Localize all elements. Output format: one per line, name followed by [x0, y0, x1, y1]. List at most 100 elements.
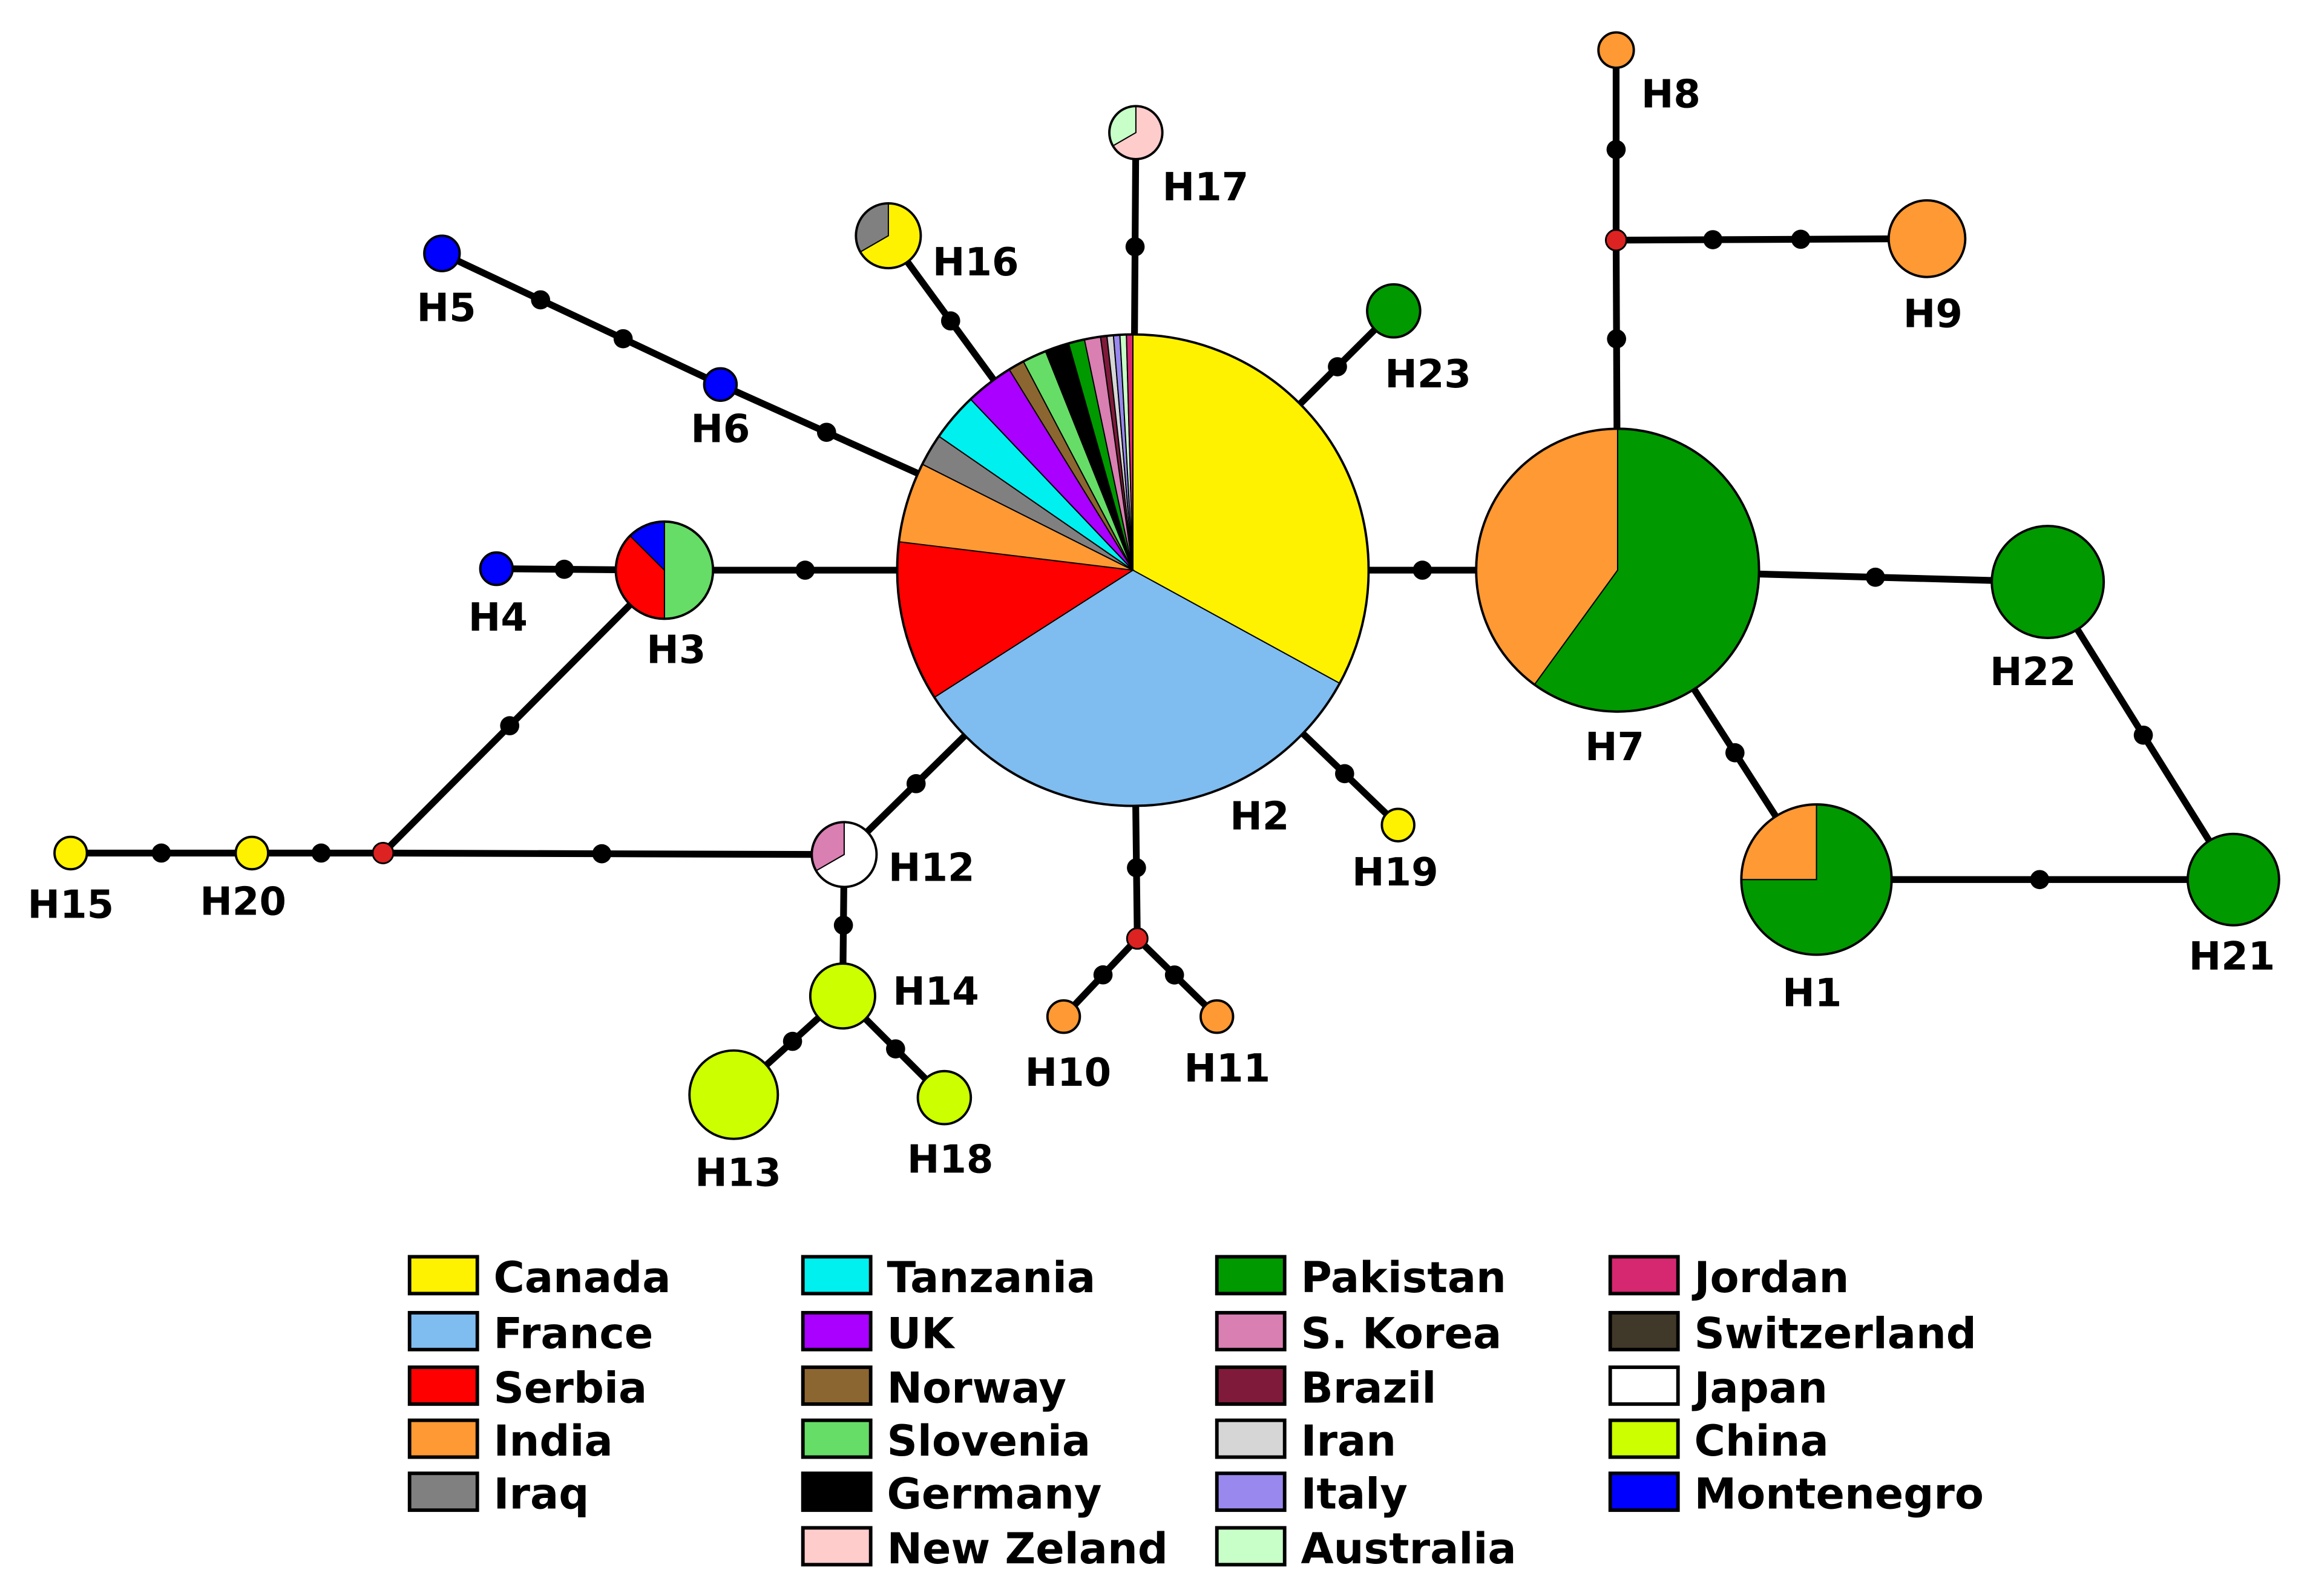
mutation-step-dot: [1335, 764, 1354, 784]
legend-item-tanzania: Tanzania: [801, 1253, 1095, 1302]
haplotype-node-h4: [479, 551, 514, 586]
haplotype-label-h5: H5: [417, 286, 476, 331]
slice-china: [688, 1049, 779, 1140]
legend-item-brazil: Brazil: [1215, 1363, 1436, 1413]
mutation-step-dot: [1703, 230, 1723, 249]
median-vector-node: [372, 841, 395, 864]
node-outline: [1740, 803, 1893, 956]
mutation-step-dot: [1607, 329, 1626, 349]
haplotype-label-h17: H17: [1163, 165, 1249, 210]
edge-H12-M2: [382, 849, 844, 858]
legend-item-canada: Canada: [407, 1253, 671, 1302]
node-outline: [614, 520, 715, 620]
haplotype-node-h9: [1887, 199, 1967, 278]
legend-swatch: [407, 1418, 479, 1459]
haplotype-node-h8: [1597, 31, 1635, 69]
mutation-step-dot: [886, 1039, 905, 1059]
legend-swatch: [1608, 1255, 1680, 1296]
haplotype-node-h14: [809, 962, 876, 1030]
haplotype-node-h13: [688, 1049, 779, 1140]
haplotype-node-h10: [1046, 999, 1081, 1034]
haplotype-label-h6: H6: [691, 407, 750, 452]
mutation-step-dot: [795, 560, 815, 580]
slice-canada: [234, 835, 269, 871]
haplotype-node-h19: [1380, 807, 1416, 842]
node-outline: [1108, 105, 1164, 160]
mutation-step-dot: [1093, 965, 1113, 985]
legend-item-france: France: [407, 1309, 653, 1358]
slice-china: [916, 1069, 973, 1126]
legend-label: Australia: [1301, 1524, 1516, 1574]
mutation-step-dot: [500, 716, 520, 735]
slice-montenegro: [479, 551, 514, 586]
haplotype-node-h16: [855, 202, 922, 269]
mutation-step-dot: [906, 774, 926, 793]
legend-label: Germany: [887, 1470, 1101, 1519]
median-vector-node: [1604, 229, 1627, 252]
haplotype-label-h2: H2: [1230, 795, 1289, 839]
mutation-step-dot: [1413, 560, 1432, 580]
haplotype-node-h6: [703, 367, 738, 402]
node-outline: [855, 202, 922, 269]
slice-india: [1597, 31, 1635, 69]
edge-M1-H9: [1616, 235, 1928, 244]
legend-label: Iraq: [493, 1470, 589, 1519]
legend-swatch: [801, 1311, 873, 1351]
mutation-step-dot: [1125, 237, 1145, 257]
haplotype-label-h12: H12: [888, 846, 975, 891]
legend-swatch: [1215, 1418, 1287, 1459]
legend-item-japan: Japan: [1608, 1363, 1828, 1413]
mutation-step-dot: [2030, 870, 2050, 890]
haplotype-node-h3: [614, 520, 715, 620]
haplotype-label-h8: H8: [1641, 73, 1701, 117]
haplotype-node-h21: [2187, 832, 2280, 927]
mutation-step-dot: [151, 843, 171, 863]
median-vectors: [372, 229, 1627, 950]
legend-item-china: China: [1608, 1416, 1829, 1466]
haplotype-label-h21: H21: [2189, 934, 2276, 979]
legend-label: UK: [887, 1309, 956, 1358]
legend-swatch: [801, 1255, 873, 1296]
edge-H6-H5: [440, 250, 722, 388]
legend-swatch: [801, 1418, 873, 1459]
legend-label: Canada: [493, 1253, 671, 1302]
mutation-step-dot: [2133, 725, 2153, 745]
haplotype-label-h18: H18: [907, 1138, 994, 1183]
slice-canada: [1380, 807, 1416, 842]
haplotype-label-h13: H13: [695, 1151, 781, 1196]
mutation-step-dot: [783, 1031, 802, 1051]
haplotype-node-h7: [1475, 427, 1760, 713]
legend-label: India: [493, 1416, 612, 1466]
legend-item-india: India: [407, 1416, 613, 1466]
node-outline: [810, 821, 878, 888]
mutation-step-dot: [1866, 567, 1885, 587]
legend-item-norway: Norway: [801, 1363, 1066, 1413]
mutation-step-dot: [1791, 229, 1811, 249]
legend-swatch: [1215, 1526, 1287, 1567]
haplotype-label-h23: H23: [1385, 352, 1471, 397]
legend-item-iraq: Iraq: [407, 1470, 589, 1519]
mutation-step-dot: [816, 422, 836, 442]
haplotype-label-h7: H7: [1585, 725, 1644, 770]
legend-label: Switzerland: [1694, 1309, 1976, 1358]
legend-swatch: [407, 1255, 479, 1296]
slice-pakistan: [1366, 283, 1422, 339]
haplotype-node-h15: [53, 835, 88, 871]
slice-montenegro: [703, 367, 738, 402]
legend-label: Brazil: [1301, 1363, 1436, 1413]
median-vector-node: [1126, 927, 1149, 950]
slice-india: [1887, 199, 1967, 278]
haplotype-label-h10: H10: [1025, 1051, 1112, 1095]
legend-swatch: [407, 1311, 479, 1351]
mutation-step-dot: [1606, 140, 1626, 159]
legend-label: Serbia: [493, 1363, 647, 1413]
legend-swatch: [1215, 1471, 1287, 1512]
haplotype-node-h12: [810, 821, 878, 888]
legend-label: S. Korea: [1301, 1309, 1501, 1358]
slice-india: [1046, 999, 1081, 1034]
legend-label: Japan: [1691, 1363, 1827, 1413]
haplotype-label-h4: H4: [468, 596, 528, 640]
